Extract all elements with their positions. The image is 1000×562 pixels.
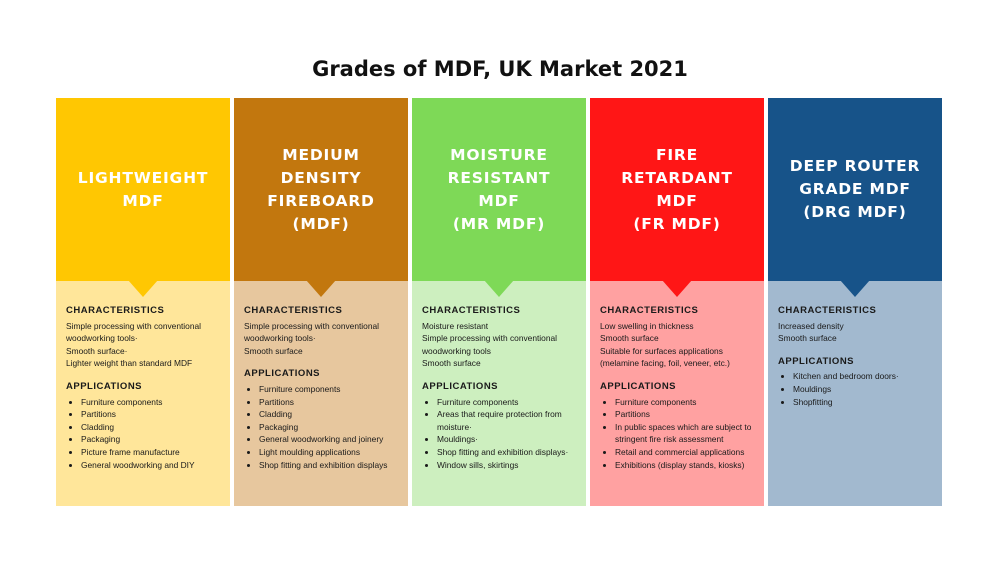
application-item: In public spaces which are subject to st… [615,421,756,446]
grade-title: DEEP ROUTER GRADE MDF (DRG MDF) [789,157,921,221]
application-item: Furniture components [615,396,756,409]
characteristic-item: Low swelling in thickness [600,320,694,331]
application-item: Picture frame manufacture [81,446,222,459]
application-item: Furniture components [259,383,400,396]
grade-details: CHARACTERISTICS Low swelling in thickness… [590,281,764,506]
characteristic-item: Suitable for surfaces applications (mela… [600,345,730,369]
grade-column: CHARACTERISTICS Simple processing with co… [234,98,408,506]
header-pointer [840,280,870,297]
grade-details: CHARACTERISTICS Simple processing with co… [56,281,230,506]
grade-header: DEEP ROUTER GRADE MDF (DRG MDF) [768,98,942,281]
grade-column: CHARACTERISTICS Simple processing with co… [56,98,230,506]
application-item: General woodworking and DIY [81,459,222,472]
header-pointer [662,280,692,297]
application-item: Retail and commercial applications [615,446,756,459]
grade-header: LIGHTWEIGHT MDF [56,98,230,281]
grade-details: CHARACTERISTICS Simple processing with co… [234,281,408,506]
details-content: CHARACTERISTICS Low swelling in thickness… [600,305,756,471]
grade-title: FIRE RETARDANT MDF (FR MDF) [621,145,733,233]
application-item: Packaging [259,421,400,434]
application-item: Mouldings [793,383,934,396]
application-item: Kitchen and bedroom doors· [793,370,934,383]
characteristic-item: Smooth surface [422,358,481,369]
application-item: Areas that require protection from moist… [437,408,578,433]
details-content: CHARACTERISTICS Simple processing with co… [244,305,400,471]
applications-heading: APPLICATIONS [66,380,143,392]
header-pointer [128,280,158,297]
details-content: CHARACTERISTICS Simple processing with co… [66,305,222,471]
characteristic-item: Smooth surface [778,333,837,344]
application-item: Exhibitions (display stands, kiosks) [615,459,756,472]
characteristic-item: Simple processing with conventional wood… [66,320,202,344]
page-title: Grades of MDF, UK Market 2021 [312,57,688,81]
characteristics-heading: CHARACTERISTICS [600,305,699,316]
application-item: Light moulding applications [259,446,400,459]
application-item: Partitions [615,408,756,421]
application-item: Cladding [259,408,400,421]
characteristic-item: Increased density [778,320,844,331]
application-item: Furniture components [81,396,222,409]
applications-heading: APPLICATIONS [778,355,855,367]
application-item: General woodworking and joinery [259,433,400,446]
characteristic-item: Simple processing with conventional wood… [422,333,558,356]
application-item: Partitions [259,396,400,409]
grade-header: MOISTURE RESISTANT MDF (MR MDF) [412,98,586,281]
application-item: Shopfitting [793,396,934,409]
application-item: Mouldings· [437,433,578,446]
application-item: Shop fitting and exhibition displays [259,459,400,472]
application-item: Furniture components [437,396,578,409]
characteristics-heading: CHARACTERISTICS [422,305,521,316]
application-item: Packaging [81,433,222,446]
applications-list: Furniture componentsPartitionsCladdingPa… [66,396,222,472]
applications-heading: APPLICATIONS [422,380,499,392]
grade-header: MEDIUM DENSITY FIREBOARD (MDF) [234,98,408,281]
application-item: Shop fitting and exhibition displays· [437,446,578,459]
characteristic-item: Smooth surface [600,333,659,344]
characteristics-heading: CHARACTERISTICS [244,305,343,316]
applications-list: Kitchen and bedroom doors·MouldingsShopf… [778,370,934,408]
application-item: Cladding [81,421,222,434]
grade-column: CHARACTERISTICS Low swelling in thickness… [590,98,764,506]
grade-title: MEDIUM DENSITY FIREBOARD (MDF) [267,145,375,233]
characteristic-item: Simple processing with conventional wood… [244,320,380,344]
grade-header: FIRE RETARDANT MDF (FR MDF) [590,98,764,281]
characteristic-item: Moisture resistant [422,320,489,331]
applications-list: Furniture componentsAreas that require p… [422,396,578,472]
characteristics-heading: CHARACTERISTICS [66,305,165,316]
characteristic-item: Smooth surface [244,345,303,356]
grade-title: MOISTURE RESISTANT MDF (MR MDF) [447,145,551,233]
header-pointer [306,280,336,297]
characteristic-item: Lighter weight than standard MDF [66,358,193,369]
applications-list: Furniture componentsPartitionsCladdingPa… [244,383,400,471]
application-item: Window sills, skirtings [437,459,578,472]
header-pointer [484,280,514,297]
characteristic-item: Smooth surface· [66,345,128,356]
applications-list: Furniture componentsPartitionsIn public … [600,396,756,472]
application-item: Partitions [81,408,222,421]
applications-heading: APPLICATIONS [600,380,677,392]
characteristics-heading: CHARACTERISTICS [778,305,877,316]
applications-heading: APPLICATIONS [244,368,321,380]
grade-title: LIGHTWEIGHT MDF [77,168,209,210]
